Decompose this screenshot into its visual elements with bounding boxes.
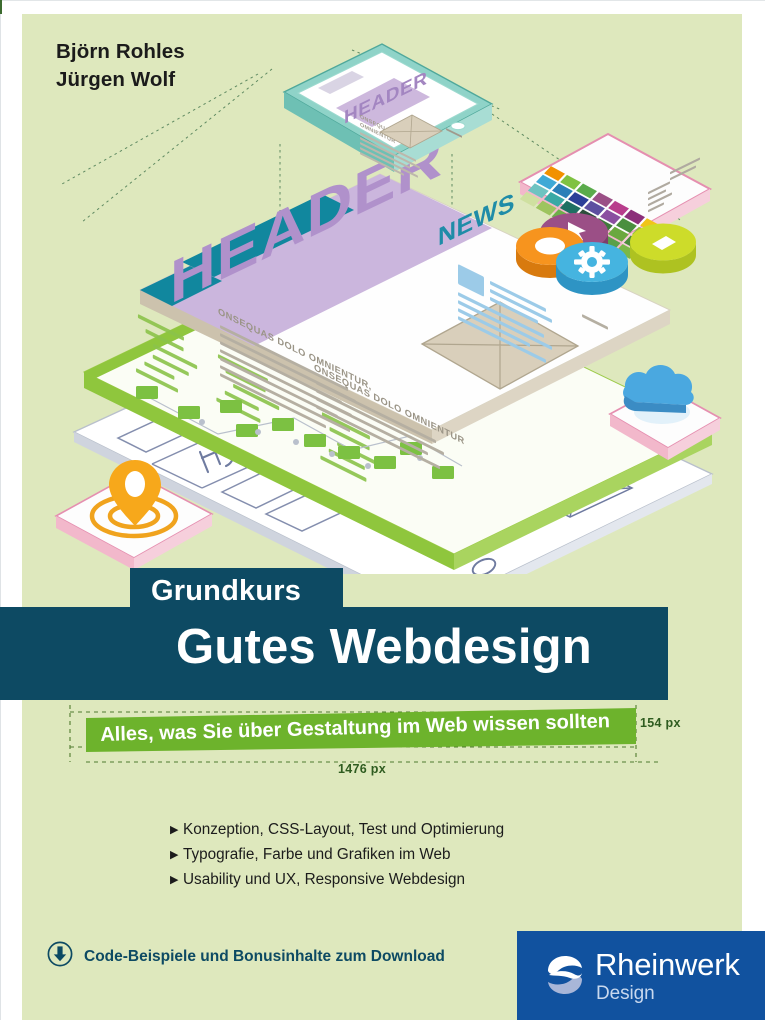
publisher-logo: Rheinwerk Design	[517, 931, 765, 1020]
cloud-tile	[608, 365, 722, 460]
bullet-text: Konzeption, CSS-Layout, Test und Optimie…	[183, 821, 505, 838]
rheinwerk-swirl-icon	[543, 953, 587, 1002]
cover-edge-top	[0, 0, 765, 1]
author-names: Björn Rohles Jürgen Wolf	[56, 38, 185, 94]
phone-mockup-layer: HEADER ONSEQUAS DOLO OMNIENTUR	[282, 43, 494, 178]
bullet-marker-icon: ▶	[170, 824, 179, 836]
page-title: Gutes Webdesign	[176, 620, 592, 674]
bullet-marker-icon: ▶	[170, 849, 179, 862]
author-line-1: Björn Rohles	[56, 40, 185, 63]
feature-bullets: ▶ Konzeption, CSS-Layout, Test und Optimi…	[170, 818, 504, 894]
gear-disc-icon	[556, 242, 628, 295]
cloud-icon	[623, 365, 694, 413]
bullet-marker-icon: ▶	[170, 874, 179, 887]
dimension-width-label: 1476 px	[338, 762, 386, 776]
bullet-text: Typografie, Farbe und Grafiken im Web	[183, 846, 451, 864]
illustration: HEADER ONSEQUAS DOLO OMNIENTUR,	[22, 14, 742, 574]
dimension-height-label: 154 px	[640, 716, 681, 730]
author-line-2: Jürgen Wolf	[56, 68, 176, 91]
list-item: ▶ Usability und UX, Responsive Webdesign	[170, 868, 504, 893]
list-item: ▶ Typografie, Farbe und Grafiken im Web	[170, 843, 504, 868]
icon-discs	[516, 213, 697, 295]
title-main-bar: Gutes Webdesign	[0, 607, 668, 700]
bullet-text: Usability und UX, Responsive Webdesign	[183, 871, 466, 889]
subtitle-block: Alles, was Sie über Gestaltung im Web wi…	[0, 700, 765, 780]
publisher-name: Rheinwerk	[595, 947, 740, 982]
title-kicker: Grundkurs	[151, 575, 302, 607]
download-note: Code-Beispiele und Bonusinhalte zum Down…	[47, 941, 445, 972]
download-circle-icon	[47, 941, 73, 972]
cover-edge-left	[0, 0, 1, 1020]
publisher-imprint: Design	[596, 983, 655, 1004]
download-label: Code-Beispiele und Bonusinhalte zum Down…	[84, 947, 445, 965]
map-pin-tile	[54, 460, 214, 570]
list-item: ▶ Konzeption, CSS-Layout, Test und Optimi…	[170, 818, 504, 843]
cover-edge-accent	[0, 0, 2, 14]
play-disc-icon	[630, 223, 697, 274]
